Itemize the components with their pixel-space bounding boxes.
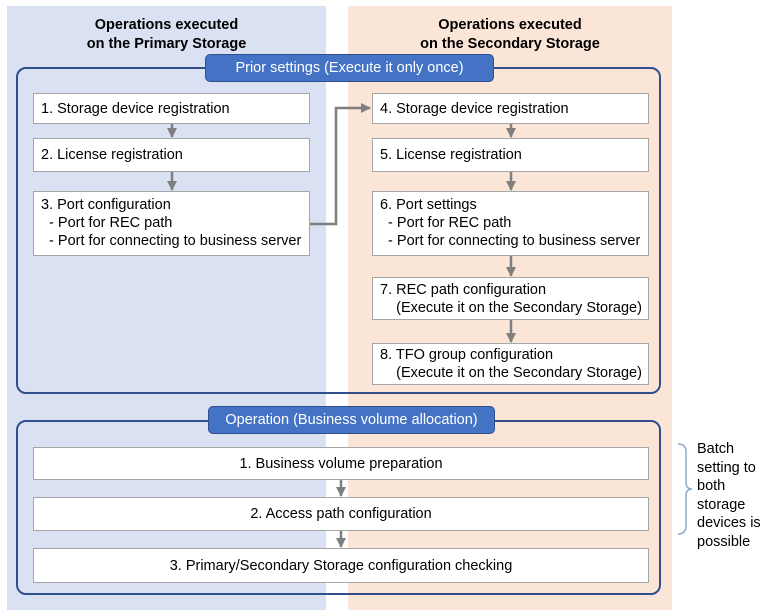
arrow-step3-to-step4 xyxy=(310,103,371,226)
step-rec-path-configuration: 7. REC path configuration (Execute it on… xyxy=(372,277,649,320)
step-business-volume-preparation: 1. Business volume preparation xyxy=(33,447,649,480)
step-tfo-group-configuration: 8. TFO group configuration (Execute it o… xyxy=(372,343,649,385)
step-port-configuration-primary: 3. Port configuration - Port for REC pat… xyxy=(33,191,310,256)
step-port-settings-secondary: 6. Port settings - Port for REC path - P… xyxy=(372,191,649,256)
batch-setting-note: Batch setting to both storage devices is… xyxy=(697,441,761,550)
note-brace xyxy=(677,443,693,535)
step-configuration-checking: 3. Primary/Secondary Storage configurati… xyxy=(33,548,649,583)
step-storage-device-registration-secondary: 4. Storage device registration xyxy=(372,93,649,124)
step-license-registration-secondary: 5. License registration xyxy=(372,138,649,172)
operation-label: Operation (Business volume allocation) xyxy=(208,406,495,434)
prior-settings-label: Prior settings (Execute it only once) xyxy=(205,54,494,82)
step-access-path-configuration: 2. Access path configuration xyxy=(33,497,649,531)
secondary-column-heading: Operations executed on the Secondary Sto… xyxy=(420,17,600,52)
step-license-registration-primary: 2. License registration xyxy=(33,138,310,172)
step-storage-device-registration-primary: 1. Storage device registration xyxy=(33,93,310,124)
primary-column-heading: Operations executed on the Primary Stora… xyxy=(86,17,247,52)
